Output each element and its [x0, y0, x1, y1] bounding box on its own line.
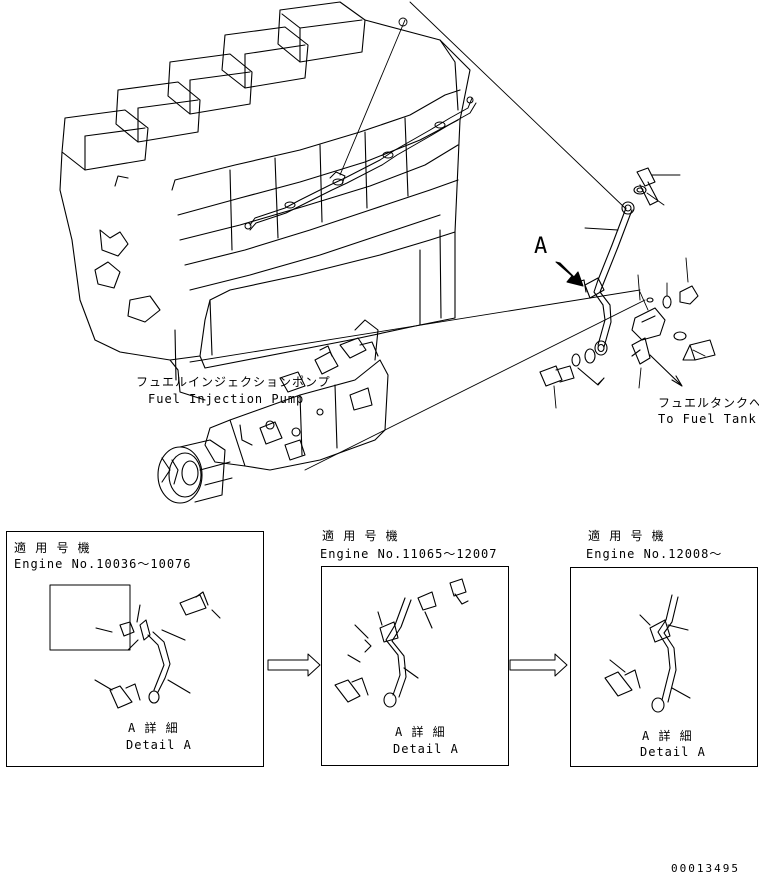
detail-box-3 — [570, 567, 758, 767]
detail-3-engine-range: Engine No.12008～ — [586, 547, 723, 561]
detail-2-applicable: 適 用 号 機 — [322, 529, 399, 543]
view-marker: A — [534, 234, 548, 259]
detail-arrows — [267, 653, 568, 677]
detail-1-title-en: Detail A — [126, 738, 192, 752]
pump-label-en: Fuel Injection Pump — [148, 392, 305, 406]
detail-3-applicable: 適 用 号 機 — [588, 529, 665, 543]
detail-1-drawing — [49, 584, 221, 709]
detail-2-engine-range: Engine No.11065～12007 — [320, 547, 498, 561]
fuel-injection-pump — [157, 319, 389, 504]
detail-box-1 — [6, 531, 264, 767]
tank-label-en: To Fuel Tank — [658, 412, 757, 426]
detail-2-title-jp: A 詳 細 — [395, 725, 446, 739]
detail-3-title-en: Detail A — [640, 745, 706, 759]
callout-leaders-main — [553, 174, 706, 409]
detail-3-title-jp: A 詳 細 — [642, 729, 693, 743]
detail-2-title-en: Detail A — [393, 742, 459, 756]
pump-label-jp: フュエルインジェクションポンプ — [136, 375, 331, 389]
detail-1-engine-range: Engine No.10036～10076 — [14, 557, 192, 571]
detail-1-applicable: 適 用 号 機 — [14, 541, 91, 555]
tank-label-jp: フュエルタンクへ — [658, 396, 759, 410]
view-arrow-a — [555, 261, 584, 287]
leader-lines-main — [189, 1, 646, 471]
cylinder-head-covers — [61, 1, 366, 187]
detail-3-drawing — [604, 594, 691, 713]
engine-block — [59, 19, 471, 401]
return-pipe-assembly — [539, 167, 716, 387]
detail-2-drawing — [334, 578, 469, 708]
detail-box-2 — [321, 566, 509, 766]
detail-1-title-jp: A 詳 細 — [128, 721, 179, 735]
drawing-number: 00013495 — [671, 862, 740, 875]
